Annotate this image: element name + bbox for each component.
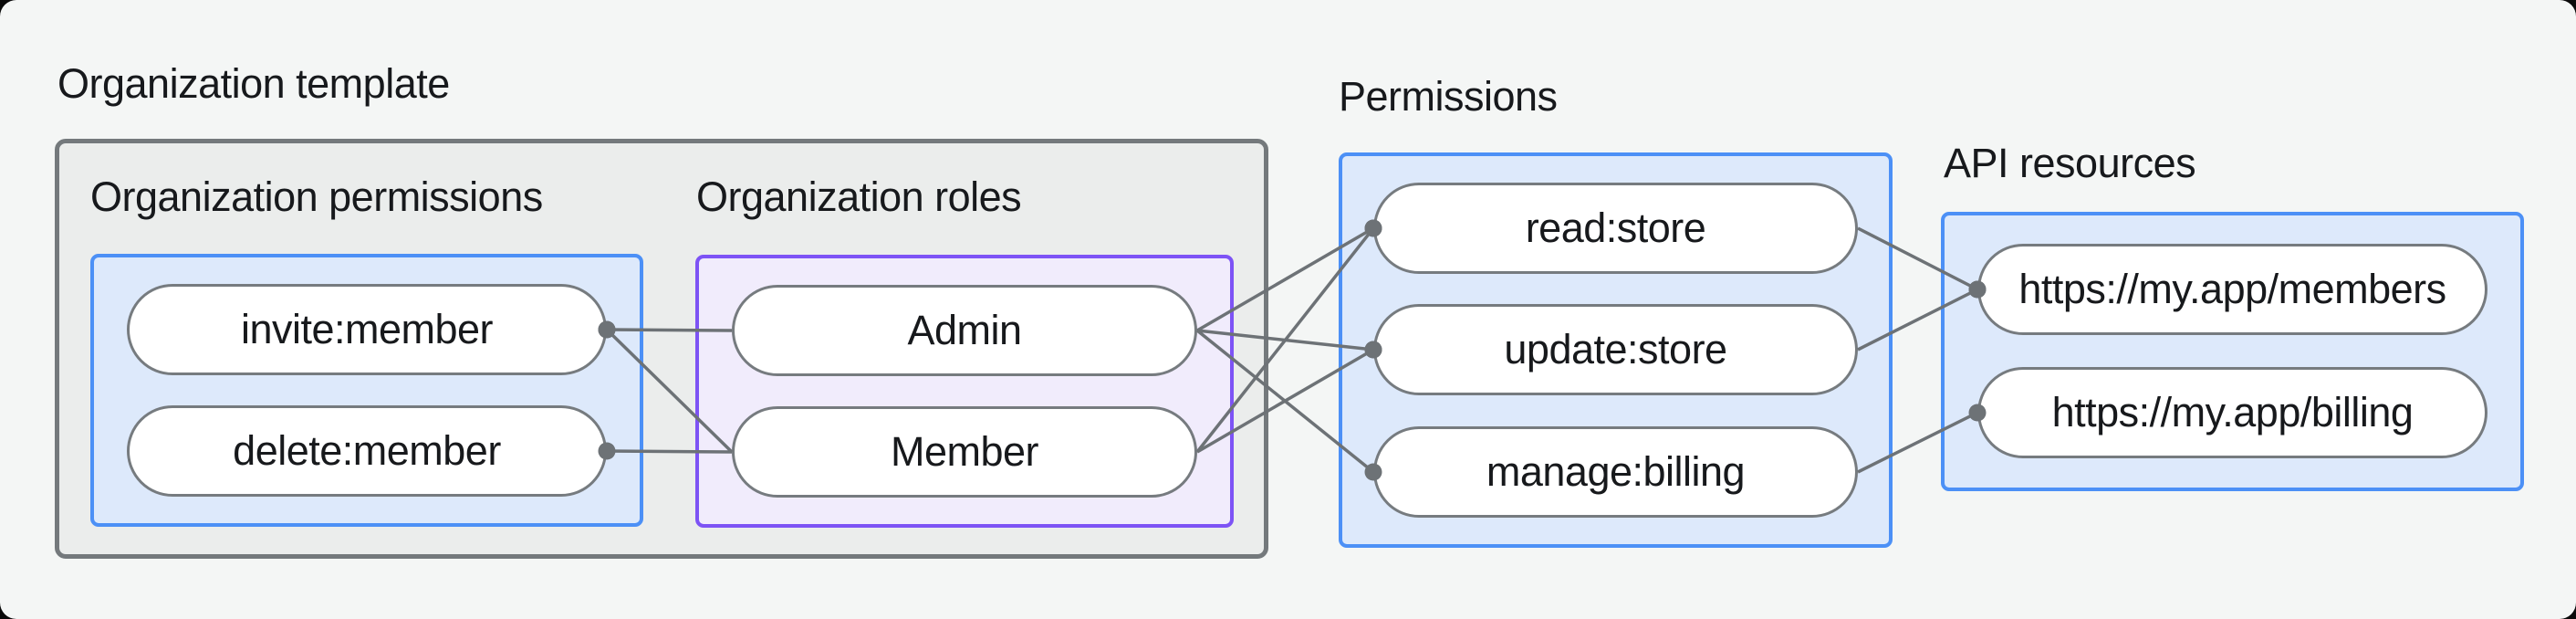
node-read-store: read:store [1373,183,1858,274]
node-member: Member [732,406,1197,498]
node-manage-billing: manage:billing [1373,426,1858,518]
node-billing-api-resource: https://my.app/billing [1977,367,2487,458]
organization-permissions-label: Organization permissions [90,173,543,220]
node-members-api-resource: https://my.app/members [1977,244,2487,335]
organization-roles-label: Organization roles [696,173,1022,220]
api-resources-label: API resources [1944,140,2196,186]
node-admin: Admin [732,285,1197,376]
node-update-store: update:store [1373,304,1858,395]
permissions-label: Permissions [1339,73,1558,120]
page-title: Organization template [57,60,450,107]
node-invite-member: invite:member [127,284,607,375]
node-delete-member: delete:member [127,405,607,497]
